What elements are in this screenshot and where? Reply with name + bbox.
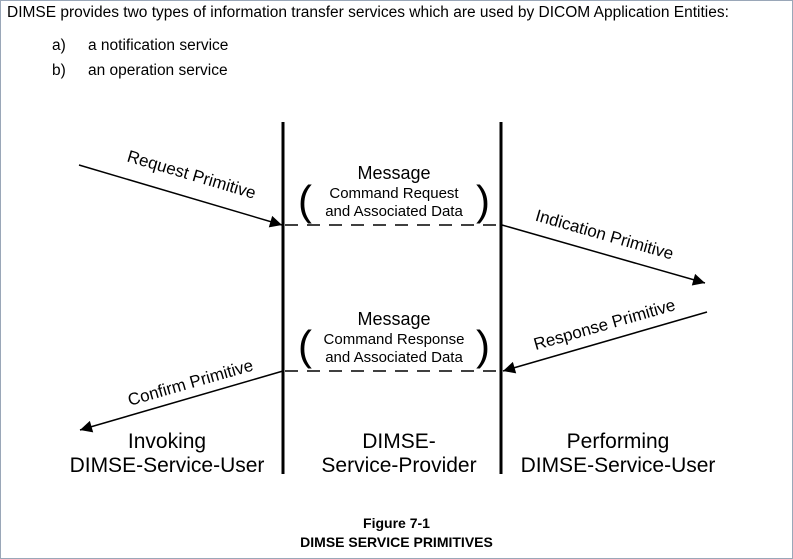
- figure-number: Figure 7-1: [363, 515, 430, 531]
- figure-title: DIMSE SERVICE PRIMITIVES: [300, 534, 493, 550]
- list-item-notification: a) a notification service: [52, 37, 228, 55]
- message-request-close-paren: ): [476, 177, 490, 224]
- message-request-title: Message: [357, 163, 430, 183]
- message-response-open-paren: (: [298, 322, 312, 369]
- confirm-primitive-arrow: [79, 370, 284, 433]
- invoking-user-label-line1: Invoking: [128, 430, 206, 453]
- message-response-line1: Command Response: [324, 331, 465, 348]
- list-item-operation: b) an operation service: [52, 62, 228, 80]
- service-provider-label-line1: DIMSE-: [362, 430, 436, 453]
- indication-primitive-arrow: [501, 224, 706, 286]
- response-primitive-label: Response Primitive: [531, 295, 677, 354]
- request-primitive-label: Request Primitive: [125, 147, 258, 203]
- message-request-open-paren: (: [298, 177, 312, 224]
- response-primitive-arrow: [502, 311, 708, 374]
- performing-user-label-line2: DIMSE-Service-User: [521, 454, 716, 477]
- list-item-text: an operation service: [88, 62, 228, 79]
- intro-paragraph: DIMSE provides two types of information …: [7, 4, 729, 21]
- invoking-user-label-line2: DIMSE-Service-User: [70, 454, 265, 477]
- performing-user-label-line1: Performing: [567, 430, 670, 453]
- list-marker: a): [52, 37, 66, 54]
- message-response-close-paren: ): [476, 322, 490, 369]
- message-request-line1: Command Request: [329, 185, 459, 202]
- confirm-primitive-label: Confirm Primitive: [126, 356, 256, 410]
- message-request-line2: and Associated Data: [325, 203, 463, 220]
- list-marker: b): [52, 62, 66, 79]
- message-response-title: Message: [357, 309, 430, 329]
- service-provider-label-line2: Service-Provider: [321, 454, 476, 477]
- request-primitive-arrow: [78, 164, 283, 228]
- message-response-line2: and Associated Data: [325, 349, 463, 366]
- list-item-text: a notification service: [88, 37, 229, 54]
